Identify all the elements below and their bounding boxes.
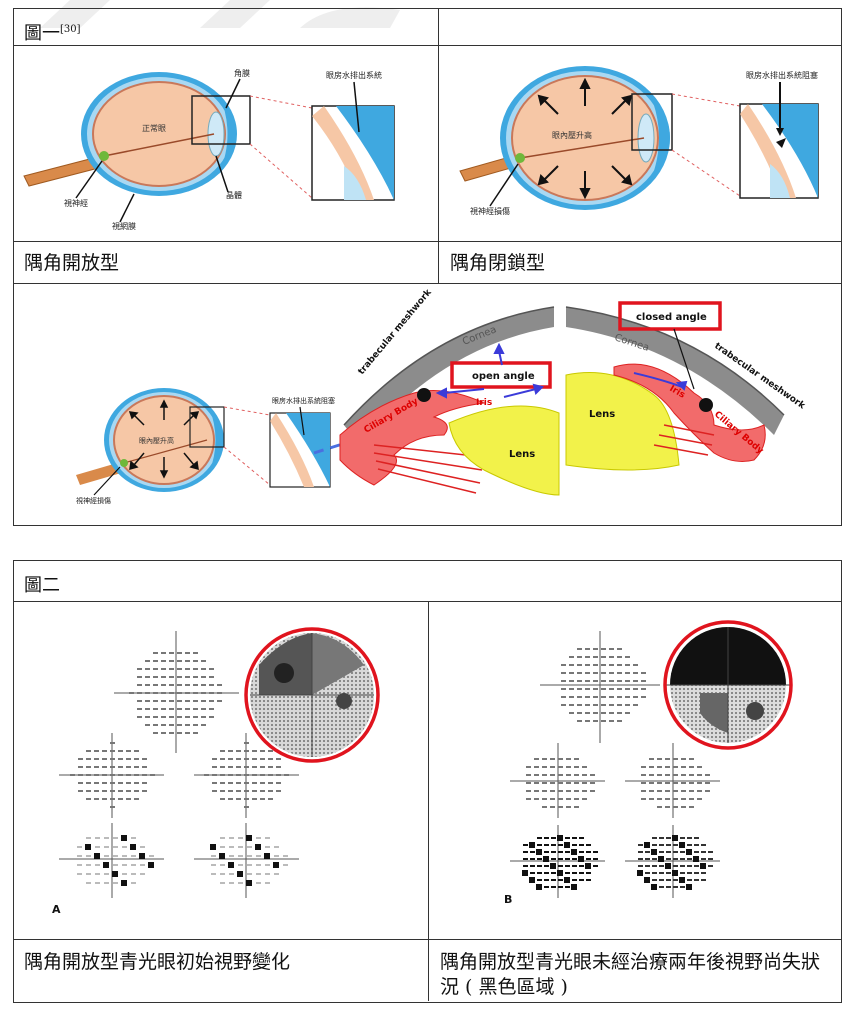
visual-field-a: A (52, 627, 380, 916)
vf-a-letter: A (52, 903, 61, 916)
closed-angle-label: closed angle (636, 312, 707, 323)
angle-comparison-diagram: 眼內壓升高 視神經損傷 眼房水排出系統阻塞 Cornea Lens Ciliar… (76, 287, 807, 518)
small-eye-pressure-label: 眼內壓升高 (139, 436, 174, 445)
nerve-damage-label: 視神經損傷 (470, 206, 510, 216)
drainage-blocked-label: 眼房水排出系統阻塞 (746, 70, 818, 80)
small-eye-drainage-label: 眼房水排出系統阻塞 (272, 396, 335, 405)
cornea-label: 角膜 (234, 68, 250, 78)
lens-label: 晶體 (226, 190, 242, 200)
small-eye-nerve-label: 視神經損傷 (76, 496, 111, 505)
panel2-caption: 隅角閉鎖型 (450, 252, 546, 274)
figure2-header: 圖二 (24, 575, 60, 596)
figure2-panel-a-caption: 隅角開放型青光眼初始視野變化 (24, 951, 291, 973)
vf-a-highlight-circle (244, 627, 380, 763)
closed-angle-eye-diagram: 眼內壓升高 視神經損傷 眼房水排出系統阻塞 (459, 66, 819, 216)
open-angle-label: open angle (472, 371, 535, 382)
vf-b-letter: B (504, 893, 512, 906)
normal-eye-label: 正常眼 (142, 124, 166, 133)
drainage-label: 眼房水排出系統 (326, 70, 382, 80)
watermark (40, 0, 400, 28)
vf-b-highlight-circle (663, 620, 793, 750)
closed-lens-label: Lens (589, 409, 615, 420)
retina-label: 視網膜 (112, 221, 136, 231)
figure1-ref: [30] (60, 24, 81, 35)
vf-b-grey-field (666, 627, 790, 743)
optic-nerve-label: 視神經 (64, 198, 88, 208)
figure1-table: 圖一[30] 正常眼 角膜 晶體 視神經 視網膜 眼房水排出系統 隅角開放型 (13, 8, 842, 526)
open-lens-label: Lens (509, 449, 535, 460)
pressure-label: 眼內壓升高 (552, 130, 592, 140)
figure2-table: 圖二 (13, 560, 842, 1003)
figure1-label: 圖一 (24, 23, 60, 44)
open-iris-label: Iris (476, 398, 492, 408)
vf-a-grey-field (250, 633, 374, 757)
normal-eye-diagram: 正常眼 角膜 晶體 視神經 視網膜 眼房水排出系統 (23, 68, 395, 231)
panel1-caption: 隅角開放型 (24, 252, 120, 274)
visual-field-b: B (504, 620, 793, 906)
figure1-header: 圖一[30] (14, 9, 840, 45)
figure2-panel-b-caption: 隅角開放型青光眼未經治療兩年後視野尚失狀況 ( 黑色區域 ) (440, 951, 821, 998)
